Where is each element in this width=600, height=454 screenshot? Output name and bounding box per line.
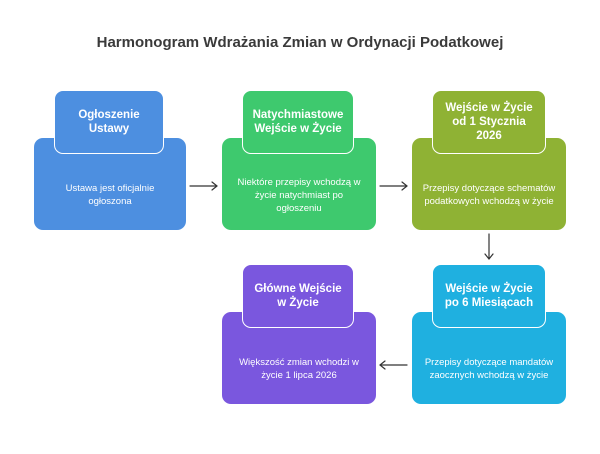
- step-body: Przepisy dotyczące mandatów zaocznych wc…: [424, 357, 554, 381]
- step-6-miesiecy-heading: Wejście w Życie po 6 Miesiącach: [432, 264, 546, 328]
- step-body: Przepisy dotyczące schematów podatkowych…: [422, 183, 556, 207]
- step-body: Ustawa jest oficjalnie ogłoszona: [65, 183, 155, 207]
- step-natychmiastowe-heading: Natychmiastowe Wejście w Życie: [242, 90, 354, 154]
- step-styczen-heading: Wejście w Życie od 1 Stycznia 2026: [432, 90, 546, 154]
- step-ogloszenie-heading: Ogłoszenie Ustawy: [54, 90, 164, 154]
- step-glowne-heading: Główne Wejście w Życie: [242, 264, 354, 328]
- arrow-2-to-3: [379, 181, 408, 191]
- arrow-3-to-4: [484, 233, 494, 260]
- diagram-title: Harmonogram Wdrażania Zmian w Ordynacji …: [96, 34, 504, 51]
- step-body: Większość zmian wchodzi w życie 1 lipca …: [239, 357, 359, 381]
- arrow-1-to-2: [189, 181, 218, 191]
- step-body: Niektóre przepisy wchodzą w życie natych…: [237, 176, 361, 214]
- arrow-4-to-5: [379, 360, 408, 370]
